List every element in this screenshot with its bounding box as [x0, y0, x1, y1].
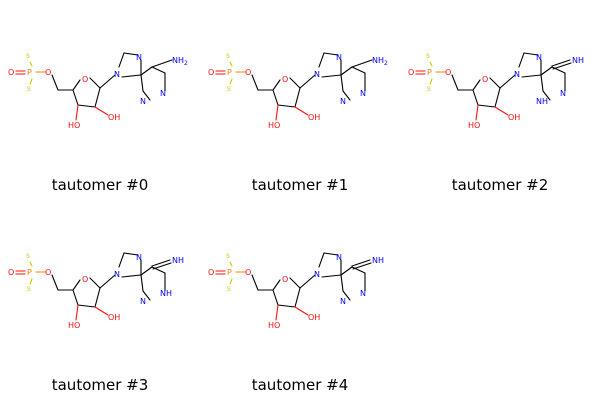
atom-n3: N [140, 297, 146, 306]
imine-label: NH [572, 56, 584, 65]
atom-n1: N [560, 89, 566, 98]
panel-tautomer-4: O S P S O O N N N N NH HO OH tautomer #4 [200, 200, 400, 400]
atom-o-linker: O [245, 68, 251, 77]
atom-ho3: HO [468, 121, 480, 130]
structure-tautomer-1: O S P S O O N N N N NH2 HO OH [208, 52, 388, 130]
atom-ho3: HO [68, 321, 80, 330]
atom-n9: N [514, 70, 520, 79]
structure-tautomer-4: O S P S O O N N N N NH HO OH [208, 252, 384, 330]
atom-p: P [227, 268, 232, 277]
atom-n7: N [336, 253, 342, 262]
atom-s-top: S [26, 53, 30, 60]
atom-n3: N [340, 97, 346, 106]
panel-tautomer-2: O S P S O O N N NH N NH HO OH tautomer #… [400, 0, 600, 200]
atom-n3-h: NH [536, 97, 548, 106]
tautomer-legend: tautomer #1 [251, 176, 349, 194]
structure-tautomer-0: O S P S O O N N N N NH2 HO OH [8, 52, 188, 130]
amine-label: NH2 [372, 56, 388, 67]
atom-s-bottom: S [427, 86, 431, 93]
atom-o-linker: O [245, 268, 251, 277]
atom-oh2: OH [308, 313, 320, 322]
atom-o-ring: O [82, 275, 88, 284]
atom-o-double: O [208, 268, 214, 277]
atom-o-double: O [8, 268, 14, 277]
atom-p: P [227, 68, 232, 77]
atom-n9: N [114, 270, 120, 279]
atom-n9: N [314, 70, 320, 79]
panel-tautomer-0: O S P S O O N N N N NH2 HO OH tautomer #… [0, 0, 200, 200]
atom-n1-h: NH [160, 289, 172, 298]
atom-n1: N [160, 89, 166, 98]
atom-o-double: O [8, 68, 14, 77]
atom-n9: N [114, 70, 120, 79]
panel-tautomer-3: O S P S O O N N N NH NH HO OH tautomer #… [0, 200, 200, 400]
atom-n7: N [136, 53, 142, 62]
structure-tautomer-2: O S P S O O N N NH N NH HO OH [408, 52, 584, 130]
atom-o-ring: O [82, 75, 88, 84]
atom-oh2: OH [508, 113, 520, 122]
atom-n1: N [360, 89, 366, 98]
atom-n7: N [336, 53, 342, 62]
atom-p: P [27, 268, 32, 277]
atom-oh2: OH [308, 113, 320, 122]
atom-n3: N [140, 97, 146, 106]
atom-p: P [27, 68, 32, 77]
atom-ho3: HO [268, 321, 280, 330]
atom-s-bottom: S [227, 86, 231, 93]
atom-o-double: O [408, 68, 414, 77]
atom-ho3: HO [268, 121, 280, 130]
panel-tautomer-1: O S P S O O N N N N NH2 HO OH tautomer #… [200, 0, 400, 200]
atom-o-ring: O [282, 275, 288, 284]
atom-o-ring: O [282, 75, 288, 84]
atom-oh2: OH [108, 313, 120, 322]
atom-s-top: S [426, 53, 430, 60]
atom-o-ring: O [482, 75, 488, 84]
imine-label: NH [172, 256, 184, 265]
atom-s-top: S [26, 253, 30, 260]
atom-s-top: S [226, 253, 230, 260]
tautomer-legend: tautomer #4 [251, 376, 349, 394]
atom-o-linker: O [45, 68, 51, 77]
tautomer-legend: tautomer #2 [451, 176, 549, 194]
atom-oh2: OH [108, 113, 120, 122]
atom-o-linker: O [445, 68, 451, 77]
atom-n7: N [536, 53, 542, 62]
atom-s-bottom: S [227, 286, 231, 293]
atom-n7: N [136, 253, 142, 262]
atom-ho3: HO [68, 121, 80, 130]
atom-s-bottom: S [27, 86, 31, 93]
atom-o-double: O [208, 68, 214, 77]
tautomer-legend: tautomer #3 [51, 376, 149, 394]
imine-label: NH [372, 256, 384, 265]
atom-p: P [427, 68, 432, 77]
atom-s-bottom: S [27, 286, 31, 293]
atom-o-linker: O [45, 268, 51, 277]
atom-n1: N [360, 289, 366, 298]
atom-s-top: S [226, 53, 230, 60]
tautomer-legend: tautomer #0 [51, 176, 149, 194]
amine-label: NH2 [172, 56, 188, 67]
structure-tautomer-3: O S P S O O N N N NH NH HO OH [8, 252, 184, 330]
atom-n3: N [340, 297, 346, 306]
atom-n9: N [314, 270, 320, 279]
